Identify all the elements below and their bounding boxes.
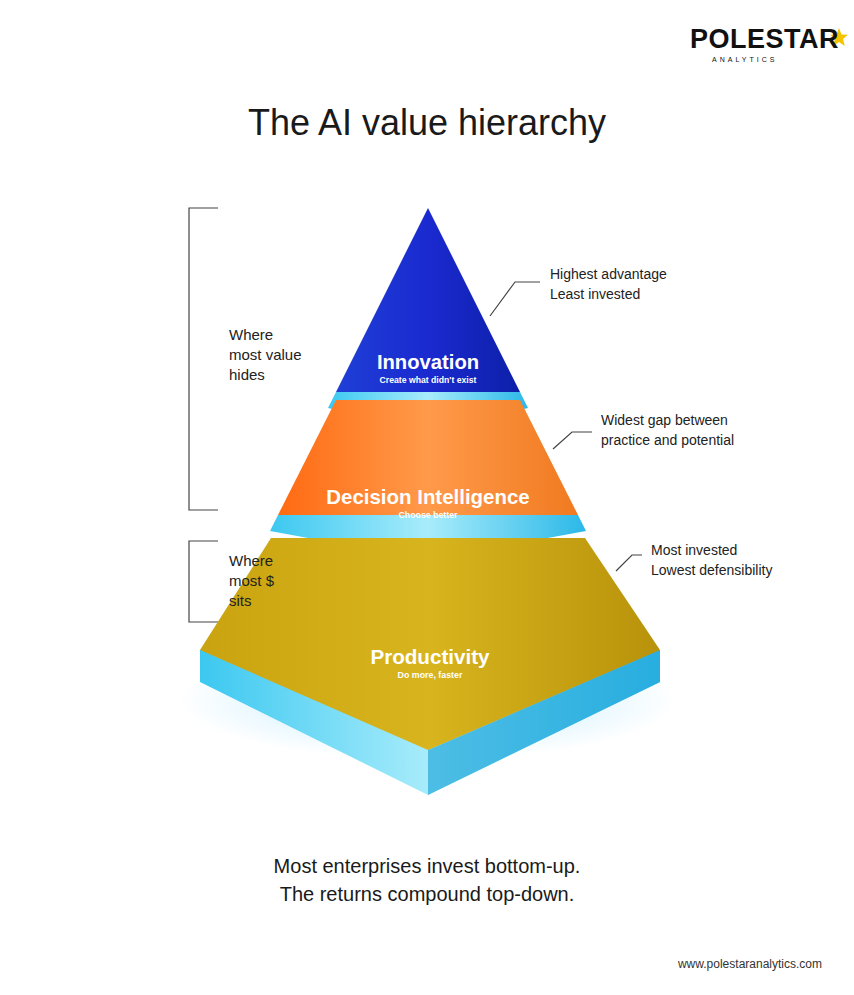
bracket-label: Where most $ sits	[229, 551, 289, 611]
tier-heading: Productivity	[196, 645, 664, 669]
decision-tier: Decision IntelligenceChoose better	[270, 398, 586, 518]
tier-text: InnovationCreate what didn't exist	[320, 350, 536, 386]
callout-note: Most invested Lowest defensibility	[651, 540, 783, 580]
callout-note: Highest advantage Least invested	[550, 264, 700, 304]
tier-subtitle: Do more, faster	[196, 669, 664, 681]
tier-subtitle: Choose better	[270, 509, 586, 521]
logo-wordmark: POLESTAR	[690, 24, 839, 54]
tier-text: ProductivityDo more, faster	[196, 645, 664, 681]
logo-subtitle: ANALYTICS	[712, 55, 777, 64]
bracket-label: Where most value hides	[229, 325, 307, 385]
callout-note: Widest gap between practice and potentia…	[601, 410, 766, 450]
diagram-title: The AI value hierarchy	[0, 102, 854, 144]
tier-heading: Innovation	[320, 350, 536, 374]
tier-heading: Decision Intelligence	[270, 485, 586, 509]
website-url: www.polestaranalytics.com	[650, 956, 822, 972]
innovation-tier: InnovationCreate what didn't exist	[320, 200, 536, 400]
tier-subtitle: Create what didn't exist	[320, 374, 536, 386]
caption: Most enterprises invest bottom-up. The r…	[254, 852, 600, 908]
tier-text: Decision IntelligenceChoose better	[270, 485, 586, 521]
